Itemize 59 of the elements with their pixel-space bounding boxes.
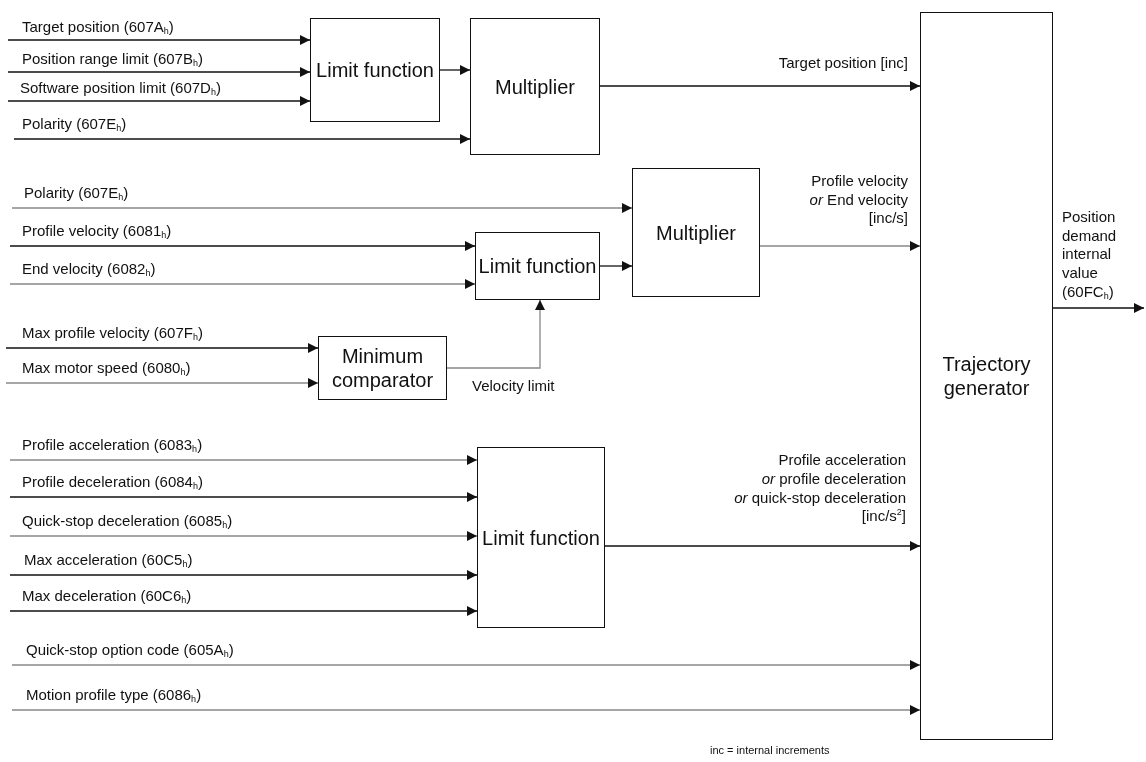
arrow xyxy=(11,660,921,670)
arrow xyxy=(9,279,476,289)
footnote: inc = internal increments xyxy=(710,744,830,756)
arrow xyxy=(446,299,545,369)
arrow xyxy=(9,455,478,465)
signal-label: Position demand internal value (60FC$_{h}$) xyxy=(1062,207,1118,302)
signal-label: Velocity limit xyxy=(472,377,555,396)
arrow xyxy=(599,261,633,271)
signal-label: Profile deceleration (6084$_{h}$) xyxy=(22,472,203,492)
signal-label: Max deceleration (60C6$_{h}$) xyxy=(22,586,192,606)
process-box xyxy=(470,18,600,155)
block-label: Multiplier xyxy=(495,74,575,99)
arrow xyxy=(604,541,921,551)
signal-label: Polarity (607E$_{h}$) xyxy=(22,114,127,134)
arrow xyxy=(9,606,478,616)
arrow xyxy=(9,570,478,580)
process-box xyxy=(318,336,447,400)
process-box xyxy=(477,447,605,628)
arrow xyxy=(9,492,478,502)
process-box xyxy=(475,232,600,300)
signal-label: Position range limit (607B$_{h}$) xyxy=(22,49,203,69)
signal-label: Software position limit (607D$_{h}$) xyxy=(20,78,221,98)
signal-label: Profile acceleration or profile deceleration or quick-stop deceleration [inc/s$^{2}$] xyxy=(733,451,906,526)
arrow xyxy=(11,203,633,213)
signal-label: Profile acceleration (6083$_{h}$) xyxy=(22,435,203,455)
block-label: Limit function xyxy=(478,254,597,278)
block-label: Limit function xyxy=(482,525,600,550)
arrow xyxy=(11,705,921,715)
signal-label: Polarity (607E$_{h}$) xyxy=(24,183,129,203)
block-label: Limit function xyxy=(316,58,434,82)
arrow xyxy=(9,531,478,541)
signal-label: End velocity (6082$_{h}$) xyxy=(22,259,156,279)
arrow xyxy=(7,67,311,77)
arrow xyxy=(5,343,319,353)
block-label: Trajectory generator xyxy=(941,352,1032,400)
signal-label: Target position [inc] xyxy=(777,54,908,73)
block-label: Minimum comparator xyxy=(330,344,435,392)
process-box xyxy=(632,168,760,297)
arrow xyxy=(599,81,921,91)
arrow xyxy=(1052,303,1145,313)
signal-label: Max profile velocity (607F$_{h}$) xyxy=(22,323,203,343)
arrow xyxy=(439,65,471,75)
process-box xyxy=(310,18,440,122)
process-box xyxy=(920,12,1053,740)
signal-label: Max acceleration (60C5$_{h}$) xyxy=(24,550,193,570)
signal-label: Max motor speed (6080$_{h}$) xyxy=(22,358,191,378)
signal-label: Profile velocity (6081$_{h}$) xyxy=(22,221,172,241)
signal-label: Motion profile type (6086$_{h}$) xyxy=(26,685,202,705)
arrow xyxy=(759,241,921,251)
block-label: Multiplier xyxy=(656,220,736,245)
signal-label: Quick-stop deceleration (6085$_{h}$) xyxy=(22,511,233,531)
arrow xyxy=(5,378,319,388)
arrow xyxy=(9,241,476,251)
signal-label: Quick-stop option code (605A$_{h}$) xyxy=(26,640,234,660)
signal-label: Target position (607A$_{h}$) xyxy=(22,17,174,37)
arrow xyxy=(7,96,311,106)
arrow xyxy=(13,134,471,144)
signal-label: Profile velocity or End velocity [inc/s] xyxy=(808,171,908,228)
arrow xyxy=(7,35,311,45)
